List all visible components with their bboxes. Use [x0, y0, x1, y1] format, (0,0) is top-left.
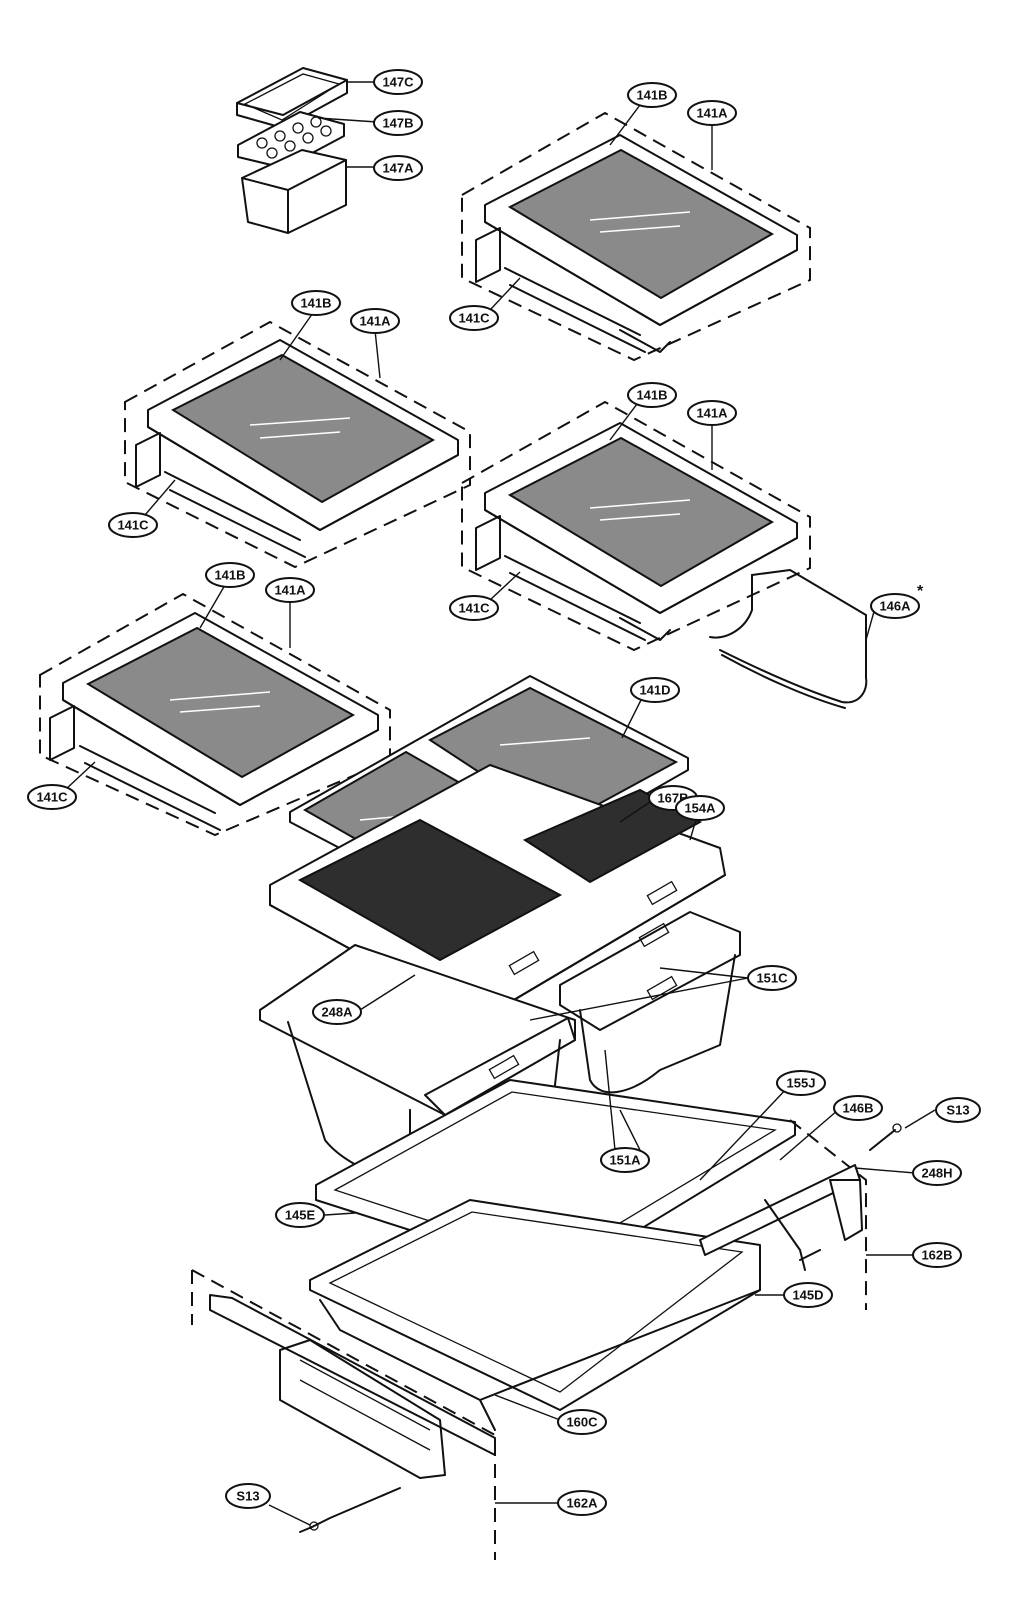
front-panel — [191, 1269, 496, 1560]
label-141A-top-right: 141A — [687, 100, 737, 126]
svg-text:141D: 141D — [639, 683, 670, 698]
egg-tray-lid — [236, 67, 348, 129]
egg-tray-assembly — [236, 67, 348, 234]
label-141C-top-right: 141C — [449, 305, 499, 331]
label-147A: 147A — [373, 155, 423, 181]
label-162A: 162A — [557, 1490, 607, 1516]
svg-text:S13: S13 — [236, 1489, 259, 1504]
control-rail — [699, 1119, 867, 1310]
crisper-drawer-right — [559, 911, 741, 1094]
svg-text:154A: 154A — [684, 801, 716, 816]
svg-text:141C: 141C — [36, 790, 68, 805]
svg-text:141A: 141A — [696, 106, 728, 121]
label-S13-right: S13 — [935, 1097, 981, 1123]
svg-text:141C: 141C — [458, 311, 490, 326]
svg-text:146B: 146B — [842, 1101, 873, 1116]
label-141A-bottom-left: 141A — [265, 577, 315, 603]
shelf-middle-right — [461, 400, 811, 652]
svg-text:248A: 248A — [321, 1005, 353, 1020]
label-145E: 145E — [275, 1202, 325, 1228]
label-141B-middle-left: 141B — [291, 290, 341, 316]
svg-text:155J: 155J — [787, 1076, 816, 1091]
label-141B-middle-right: 141B — [627, 382, 677, 408]
svg-text:151A: 151A — [609, 1153, 641, 1168]
label-160C: 160C — [557, 1409, 607, 1435]
label-248A: 248A — [312, 999, 362, 1025]
svg-text:141A: 141A — [359, 314, 391, 329]
egg-tray-bin — [241, 149, 347, 234]
label-146A: 146A — [870, 593, 920, 619]
egg-holder-insert — [237, 111, 345, 169]
svg-text:141A: 141A — [696, 406, 728, 421]
label-S13-left: S13 — [225, 1483, 271, 1509]
pantry-drawer — [309, 1199, 761, 1431]
svg-text:145E: 145E — [285, 1208, 316, 1223]
label-155J: 155J — [776, 1070, 826, 1096]
svg-text:141B: 141B — [636, 88, 667, 103]
label-141A-middle-left: 141A — [350, 308, 400, 334]
label-154A: 154A — [675, 795, 725, 821]
label-162B: 162B — [912, 1242, 962, 1268]
screw-left — [299, 1521, 319, 1533]
label-141B-top-right: 141B — [627, 82, 677, 108]
svg-text:147C: 147C — [382, 75, 414, 90]
shelf-top-right — [461, 111, 811, 362]
svg-text:147B: 147B — [382, 116, 413, 131]
svg-text:160C: 160C — [566, 1415, 598, 1430]
label-146A-asterisk: * — [917, 583, 924, 600]
wine-rack — [709, 569, 868, 709]
svg-text:146A: 146A — [879, 599, 911, 614]
label-141B-bottom-left: 141B — [205, 562, 255, 588]
label-141C-middle-right: 141C — [449, 595, 499, 621]
label-151A: 151A — [600, 1147, 650, 1173]
svg-text:141A: 141A — [274, 583, 306, 598]
label-141C-middle-left: 141C — [108, 512, 158, 538]
label-147B: 147B — [373, 110, 423, 136]
svg-text:S13: S13 — [946, 1103, 969, 1118]
label-248H: 248H — [912, 1160, 962, 1186]
label-146B: 146B — [833, 1095, 883, 1121]
svg-text:141B: 141B — [214, 568, 245, 583]
svg-text:145D: 145D — [792, 1288, 823, 1303]
label-141C-bottom-left: 141C — [27, 784, 77, 810]
svg-text:141B: 141B — [300, 296, 331, 311]
shelf-middle-left — [124, 320, 471, 569]
leader-lines — [64, 81, 936, 1526]
label-145D: 145D — [783, 1282, 833, 1308]
label-141A-middle-right: 141A — [687, 400, 737, 426]
shelf-bottom-left — [39, 592, 391, 837]
label-141D: 141D — [630, 677, 680, 703]
label-151C: 151C — [747, 965, 797, 991]
svg-text:151C: 151C — [756, 971, 788, 986]
svg-text:162A: 162A — [566, 1496, 598, 1511]
screw-right — [869, 1123, 902, 1151]
svg-text:141B: 141B — [636, 388, 667, 403]
svg-text:147A: 147A — [382, 161, 414, 176]
svg-text:248H: 248H — [921, 1166, 952, 1181]
svg-text:162B: 162B — [921, 1248, 952, 1263]
svg-text:141C: 141C — [458, 601, 490, 616]
svg-text:141C: 141C — [117, 518, 149, 533]
label-147C: 147C — [373, 69, 423, 95]
